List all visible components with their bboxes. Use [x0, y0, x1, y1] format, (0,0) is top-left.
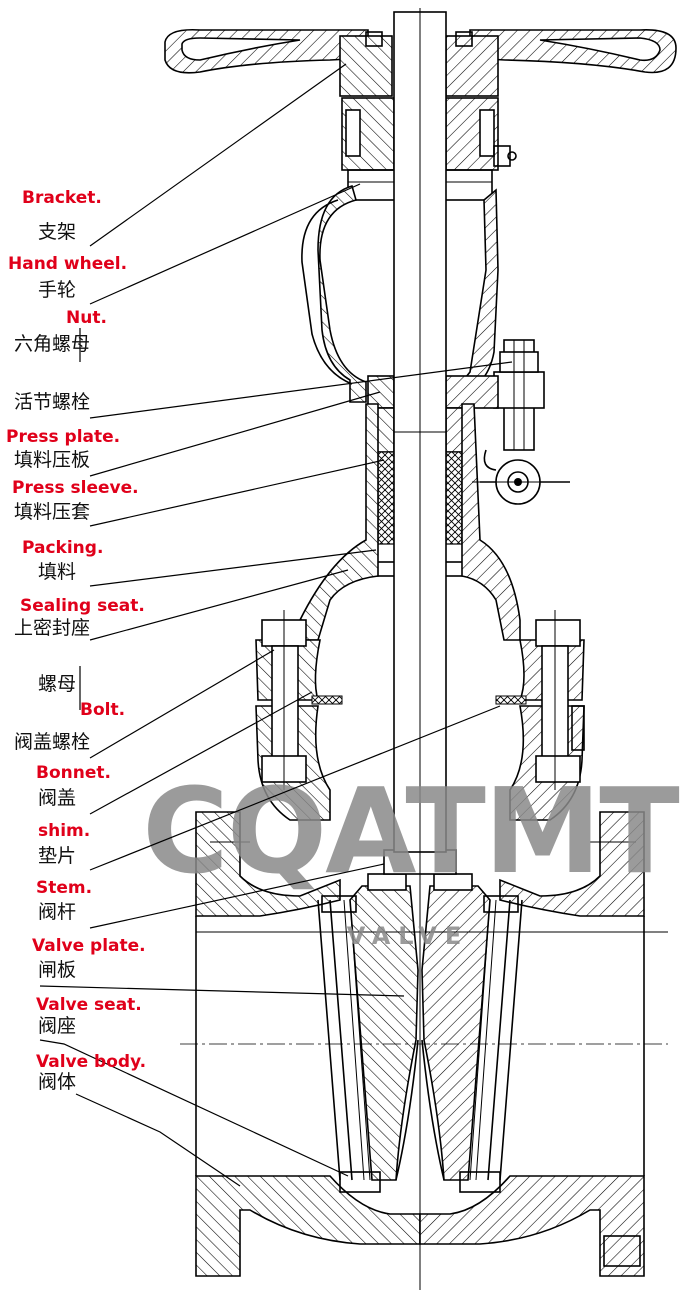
label-valve-seat-en: Valve seat.: [36, 995, 142, 1015]
label-bonnet-en: Bonnet.: [36, 763, 111, 783]
label-bolt-cn: 阀盖螺栓: [14, 731, 90, 753]
label-bracket-cn: 支架: [38, 221, 76, 243]
label-packing-en: Packing.: [22, 538, 103, 558]
label-press-sleeve-cn: 填料压套: [14, 501, 90, 523]
label-hand-wheel-cn: 手轮: [38, 279, 76, 301]
label-shim-cn: 垫片: [38, 845, 76, 867]
leader-lines: [39, 63, 513, 1187]
gate-and-seats: [317, 849, 523, 1193]
label-bolt-en: Bolt.: [80, 700, 125, 720]
label-valve-plate-cn: 闸板: [38, 959, 76, 981]
label-stem-cn: 阀杆: [38, 901, 76, 923]
label-valve-body-en: Valve body.: [36, 1052, 146, 1072]
label-stem-en: Stem.: [36, 878, 92, 898]
label-nut-cn: 六角螺母: [14, 333, 90, 355]
label-nut2-cn: 螺母: [38, 673, 76, 695]
packing-zone: [371, 407, 469, 577]
label-shim-en: shim.: [38, 821, 90, 841]
labels: Bracket. 支架 Hand wheel. 手轮 Nut. 六角螺母 活节螺…: [6, 188, 146, 1093]
eye-bolt-assembly: [480, 339, 570, 505]
label-valve-body-cn: 阀体: [38, 1071, 76, 1093]
stem-part: [393, 8, 447, 1290]
label-bonnet-cn: 阀盖: [38, 787, 76, 809]
watermark-brand: CQATMT: [142, 762, 679, 900]
label-hand-wheel-en: Hand wheel.: [8, 254, 127, 274]
label-press-plate-cn: 填料压板: [14, 449, 90, 471]
yoke-nut: [341, 97, 517, 201]
watermark-sub: VALVE: [347, 922, 469, 950]
label-sealing-seat-cn: 上密封座: [14, 617, 90, 639]
label-eye-bolt-cn: 活节螺栓: [14, 391, 90, 413]
label-nut-en: Nut.: [66, 308, 107, 328]
label-valve-plate-en: Valve plate.: [32, 936, 146, 956]
label-bracket-en: Bracket.: [22, 188, 102, 208]
label-press-sleeve-en: Press sleeve.: [12, 478, 139, 498]
label-press-plate-en: Press plate.: [6, 427, 120, 447]
valve-body-part: [195, 811, 645, 1277]
press-plate-part: [367, 375, 499, 409]
label-packing-cn: 填料: [38, 561, 76, 583]
label-valve-seat-cn: 阀座: [38, 1015, 76, 1037]
label-sealing-seat-en: Sealing seat.: [20, 596, 145, 616]
valve-drawing: [164, 8, 677, 1290]
hand-wheel-part: [164, 28, 677, 97]
